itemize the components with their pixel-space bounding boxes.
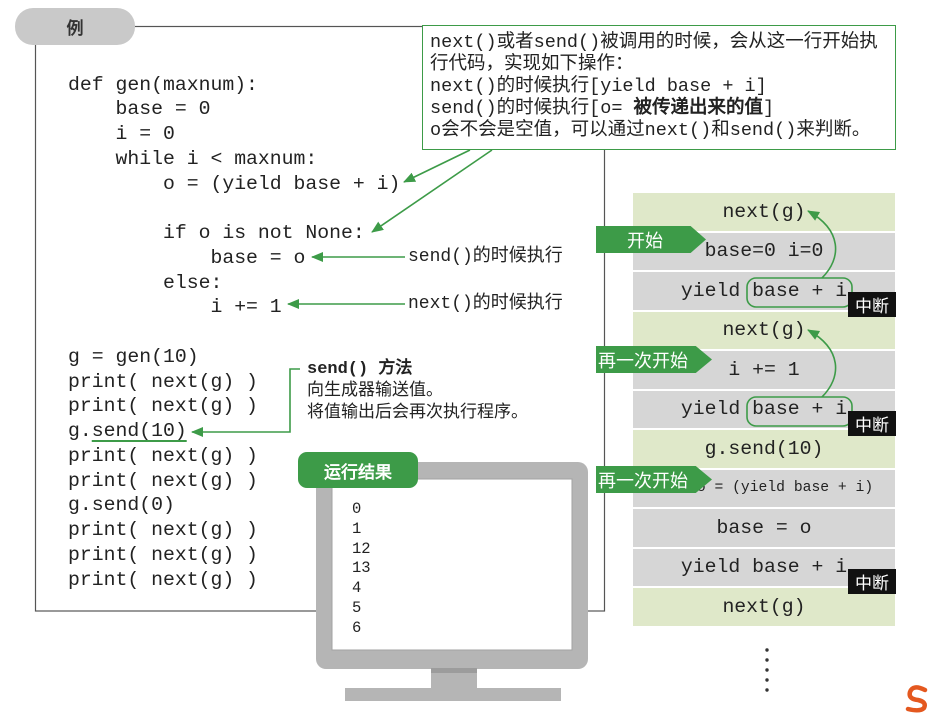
callout-line: next()或者send()被调用的时候，会从这一行开始执: [430, 32, 878, 53]
monitor: [316, 462, 588, 701]
pause-marker: 中断: [848, 292, 896, 317]
code-line: if o is not None:: [68, 222, 365, 245]
monitor-stand-shadow: [431, 668, 477, 673]
watermark-logo: [905, 685, 928, 713]
code-line: o = (yield base + i): [68, 172, 401, 195]
flow-step-exec: base = o: [633, 509, 895, 549]
output-value: 6: [352, 618, 362, 637]
blank-line: [68, 320, 400, 345]
code-line: print( next(g) ): [68, 444, 258, 467]
send-branch-note: send()的时候执行: [408, 247, 563, 267]
pause-marker: 中断: [848, 411, 896, 436]
send-call-method: send(10): [91, 420, 187, 443]
send-method-desc: 将值输出后会再次执行程序。: [307, 404, 528, 423]
code-line: base = o: [68, 246, 306, 269]
monitor-screen: [331, 478, 573, 651]
output-value: 5: [352, 598, 362, 617]
output-value: 0: [352, 500, 362, 518]
output-label: 运行结果: [298, 452, 418, 488]
code-line: g = gen(10): [68, 345, 199, 368]
send-method-desc: 向生成器输送值。: [307, 382, 443, 401]
output-value: 12: [352, 539, 371, 558]
continuation-dots: [765, 648, 769, 692]
code-line: g.send(10): [68, 419, 400, 444]
blank-line: [68, 196, 400, 221]
code-line: g.send(0): [68, 494, 175, 517]
send-method-title: send() 方法: [307, 360, 413, 379]
callout-line: send()的时候执行[o= 被传递出来的值]: [430, 98, 895, 120]
flow-step-call: next(g): [633, 193, 895, 233]
output-value: 4: [352, 579, 362, 598]
restart-marker: 再一次开始: [596, 466, 712, 493]
monitor-stand: [431, 668, 477, 690]
send-call-object: g.: [68, 420, 92, 443]
output-value: 1: [352, 519, 362, 538]
output-value: 13: [352, 559, 371, 578]
callout-emphasis: 被传递出来的值: [633, 98, 764, 119]
start-marker: 开始: [596, 226, 706, 253]
output-values: 0 1 12 13 4 5 6: [352, 500, 371, 639]
code-listing: def gen(maxnum): base = 0 i = 0 while i …: [68, 73, 400, 593]
example-tab-label: 例: [66, 19, 84, 39]
code-line: print( next(g) ): [68, 568, 258, 591]
code-line: print( next(g) ): [68, 519, 258, 542]
flow-step-call: next(g): [633, 311, 895, 351]
send-method-note: send() 方法 向生成器输送值。 将值输出后会再次执行程序。: [307, 359, 528, 425]
code-line: print( next(g) ): [68, 543, 258, 566]
flow-step-call: g.send(10): [633, 430, 895, 470]
flow-step-call: next(g): [633, 588, 895, 628]
callout-text: ]: [763, 98, 775, 119]
callout-line: o会不会是空值，可以通过next()和send()来判断。: [430, 120, 871, 141]
callout-text: send()的时候执行[o=: [430, 98, 634, 119]
code-line: def gen(maxnum):: [68, 73, 258, 96]
code-line: print( next(g) ): [68, 469, 258, 492]
code-line: base = 0: [68, 98, 211, 121]
code-line: else:: [68, 271, 223, 294]
example-tab: 例: [15, 8, 135, 45]
callout-line: 行代码，实现如下操作：: [430, 54, 634, 75]
explanation-callout: next()或者send()被调用的时候，会从这一行开始执 行代码，实现如下操作…: [422, 25, 896, 150]
code-line: while i < maxnum:: [68, 147, 318, 170]
code-line: i = 0: [68, 123, 175, 146]
pause-marker: 中断: [848, 569, 896, 594]
code-line: i += 1: [68, 296, 282, 319]
next-branch-note: next()的时候执行: [408, 294, 563, 314]
callout-line: next()的时候执行[yield base + i]: [430, 76, 767, 97]
monitor-base: [345, 688, 561, 701]
restart-marker: 再一次开始: [596, 346, 712, 373]
